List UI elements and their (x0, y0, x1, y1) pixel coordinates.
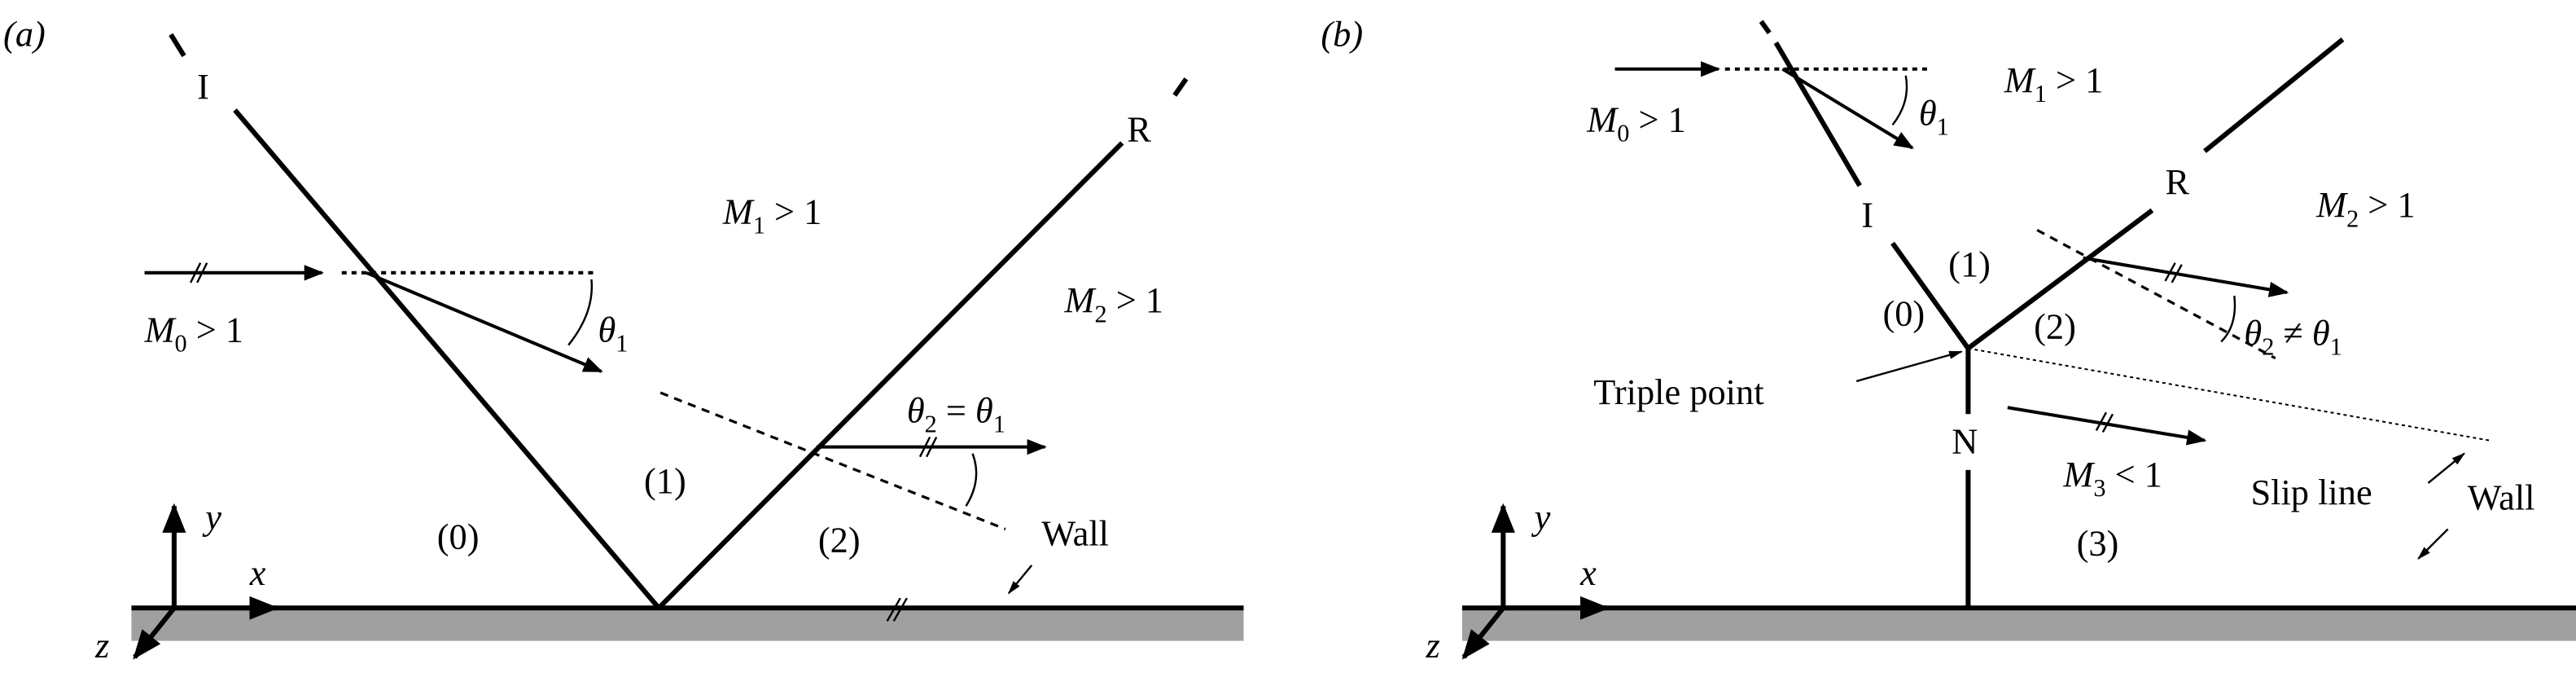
parallel-mark (2101, 413, 2114, 433)
slip-line (1968, 347, 2490, 442)
mach-3-label: M3 < 1 (2062, 454, 2162, 502)
theta1-arc (567, 279, 594, 346)
theta1-label: θ1 (1919, 92, 1949, 140)
mach-2-label: M2 > 1 (1064, 279, 1164, 328)
wall-parallel-reference (2036, 228, 2276, 360)
deflected-flow-arrow (1781, 67, 1914, 150)
theta2-arc (2220, 295, 2236, 343)
panel-b-label: (b) (1321, 13, 1363, 54)
parallel-mark (2171, 264, 2183, 284)
panel-a-label: (a) (3, 13, 46, 54)
panel-a-regular-reflection: (a) I R M1 > 1 M2 > 1 M0 > 1 θ1 θ2 = θ1 … (3, 13, 1244, 666)
z-axis-arrow (1461, 606, 1505, 660)
wall-surface (131, 608, 1244, 641)
mach-0-label: M0 > 1 (144, 310, 244, 358)
parallel-mark (196, 262, 208, 284)
region-0-label: (0) (437, 517, 480, 557)
panel-b-mach-reflection: (b) I R N θ1 M1 > 1 M0 > 1 M2 > 1 (1) (0… (1321, 13, 2576, 666)
wall-parallel-reference (659, 391, 1006, 530)
incident-shock-label: I (1861, 194, 1873, 235)
reflected-shock-tail (1172, 77, 1189, 97)
z-axis-arrow (133, 606, 177, 660)
incident-shock-tail (1759, 20, 1772, 35)
deflected-flow-arrow (366, 270, 603, 373)
axes-triad: y x z (1425, 496, 1610, 666)
region-3-label: (3) (2077, 523, 2119, 564)
wall-pointer-arrow (2417, 528, 2449, 560)
parallel-mark (925, 436, 938, 458)
region-1-label: (1) (1948, 244, 1991, 284)
region-2-label: (2) (818, 520, 861, 561)
theta2-arc (965, 453, 978, 507)
parallel-mark (2095, 411, 2107, 432)
region-2-label: (2) (2034, 306, 2076, 347)
parallel-mark (918, 436, 931, 458)
x-axis-label: x (249, 552, 266, 593)
mach-0-label: M0 > 1 (1586, 99, 1686, 147)
mach-1-label: M1 > 1 (722, 191, 822, 239)
incident-shock-tail (169, 33, 186, 58)
theta2-label: θ2 = θ1 (907, 389, 1005, 437)
reflected-shock (657, 141, 1124, 610)
parallel-mark (189, 262, 202, 284)
theta2-label: θ2 ≠ θ1 (2244, 313, 2342, 361)
axes-triad: y x z (94, 496, 279, 666)
reflected-shock-label: R (2166, 161, 2190, 202)
mach-2-label: M2 > 1 (2315, 184, 2416, 232)
theta1-label: θ1 (598, 310, 629, 358)
z-axis-label: z (94, 625, 109, 666)
reflected-shock (1966, 208, 2154, 351)
wall-pointer-arrow (1007, 565, 1033, 595)
incident-shock (1773, 41, 1862, 187)
y-axis-label: y (202, 496, 221, 537)
triple-point-label: Triple point (1593, 371, 1764, 412)
parallel-mark (886, 597, 901, 622)
parallel-mark (892, 597, 908, 622)
reflected-shock-label: R (1127, 108, 1151, 149)
z-axis-label: z (1425, 625, 1439, 666)
incident-shock-label: I (197, 66, 209, 107)
wall-label: Wall (1041, 513, 1109, 554)
incident-shock (233, 108, 661, 610)
slip-line-label: Slip line (2250, 472, 2372, 512)
mach-1-label: M1 > 1 (2004, 59, 2104, 108)
wall-label: Wall (2468, 477, 2535, 517)
theta1-arc (1891, 75, 1908, 126)
incident-shock-lower (1890, 241, 1970, 350)
mach-stem-label: N (1952, 421, 1978, 462)
region-0-label: (0) (1882, 292, 1925, 333)
triple-point-pointer (1855, 350, 1963, 383)
region-1-label: (1) (644, 460, 686, 501)
region2-flow-arrow (2083, 256, 2289, 297)
parallel-mark (2164, 262, 2176, 282)
y-axis-label: y (1531, 496, 1551, 537)
slip-line-pointer (2427, 452, 2466, 484)
wall-surface (1461, 608, 2576, 641)
reflected-shock-upper (2203, 37, 2345, 153)
region3-flow-arrow (2007, 406, 2207, 446)
x-axis-label: x (1579, 552, 1597, 593)
